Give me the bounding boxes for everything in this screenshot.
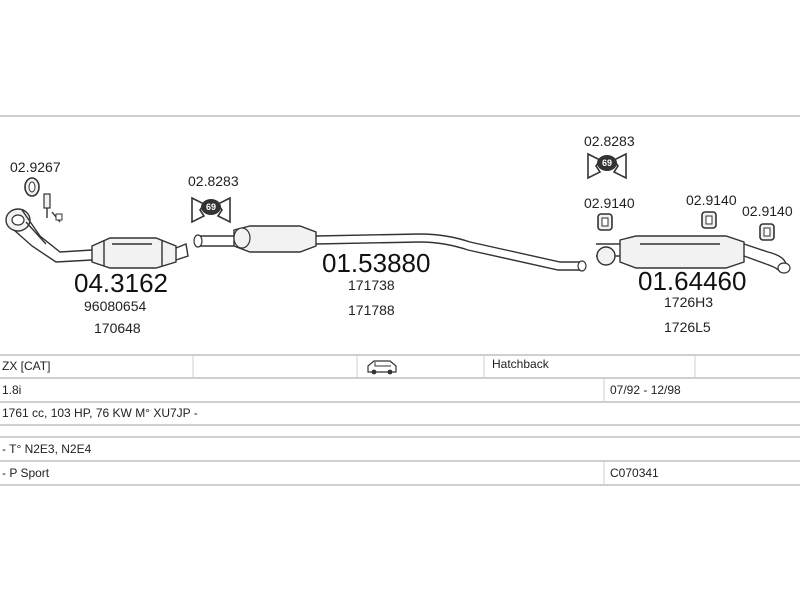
rear-code: 01.64460	[638, 266, 746, 296]
clamp-rear-badge: 69	[602, 158, 612, 168]
vehicle-model: ZX [CAT]	[2, 359, 50, 373]
catalyst-ref-1: 96080654	[84, 298, 147, 314]
catalyst-ref-2: 170648	[94, 320, 141, 336]
middle-code: 01.53880	[322, 248, 430, 278]
front-flange-icon	[5, 208, 31, 232]
vehicle-spec: 1761 cc, 103 HP, 76 KW M° XU7JP -	[2, 406, 198, 420]
rear-ref-1: 1726H3	[664, 294, 713, 310]
vehicle-table	[0, 354, 800, 486]
rubber-left-code: 02.9140	[584, 195, 635, 211]
vehicle-vin: - T° N2E3, N2E4	[2, 442, 92, 456]
rubber-mount-icon	[759, 223, 775, 241]
middle-ref-2: 171788	[348, 302, 395, 318]
catalyst-code: 04.3162	[74, 268, 168, 298]
clamp-front-badge: 69	[206, 202, 216, 212]
hatchback-car-icon	[367, 360, 397, 375]
ring-gasket-icon	[24, 177, 40, 197]
lambda-sensor-icon	[43, 193, 63, 223]
vehicle-trim: - P Sport	[2, 466, 50, 480]
catalyst-assembly	[5, 177, 189, 269]
middle-silencer-assembly	[193, 225, 587, 272]
downpipe-gasket-code: 02.9267	[10, 159, 61, 175]
vehicle-code: C070341	[610, 466, 659, 480]
rear-silencer-assembly	[596, 235, 791, 274]
rubber-mount-icon	[701, 211, 717, 229]
rubber-mount-icon	[597, 213, 613, 231]
middle-ref-1: 171738	[348, 277, 395, 293]
pipe-clamp-icon	[191, 196, 231, 224]
rubber-right-code: 02.9140	[742, 203, 793, 219]
clamp-front-code: 02.8283	[188, 173, 239, 189]
rubber-mid-code: 02.9140	[686, 192, 737, 208]
pipe-clamp-icon	[587, 152, 627, 180]
vehicle-dates: 07/92 - 12/98	[610, 383, 681, 397]
rear-ref-2: 1726L5	[664, 319, 711, 335]
vehicle-body: Hatchback	[492, 357, 550, 371]
vehicle-engine: 1.8i	[2, 383, 21, 397]
clamp-rear-code: 02.8283	[584, 133, 635, 149]
